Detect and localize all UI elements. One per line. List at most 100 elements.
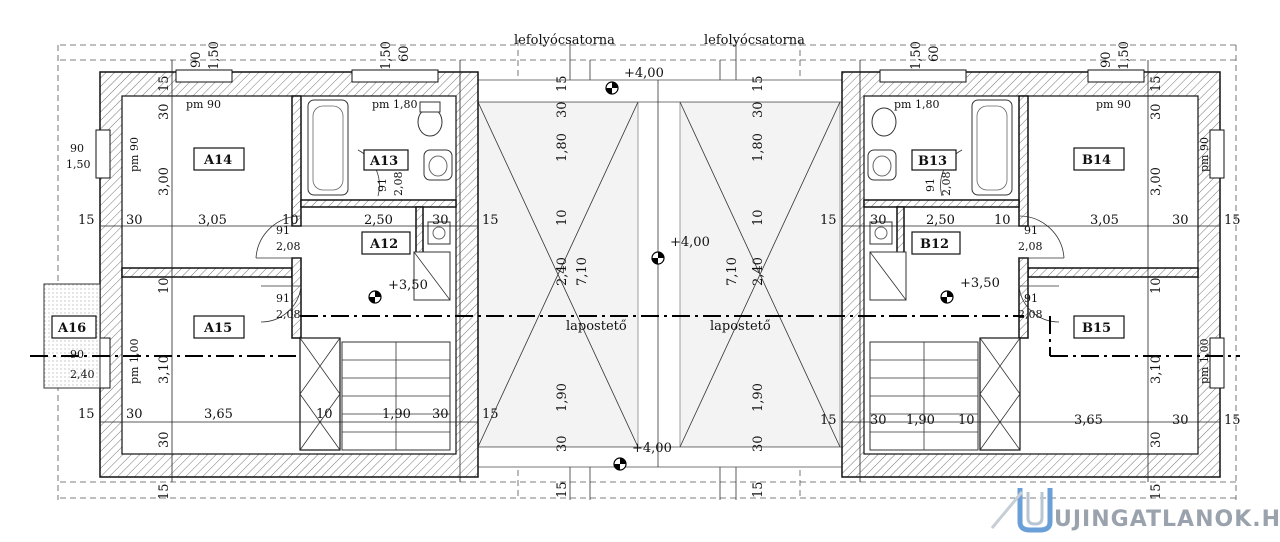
- level-markers: +4,00 +4,00 +4,00 +3,50 +3,50: [368, 66, 1000, 471]
- dim-label: 30: [751, 101, 766, 118]
- dim-label: 15: [751, 481, 766, 498]
- gutter-label-left: lefolyócsatorna: [514, 33, 615, 48]
- roof-label-right: lapostető: [710, 319, 771, 334]
- dim-label: 15: [555, 75, 570, 92]
- dim-label: 10: [282, 213, 299, 228]
- dim-label: 30: [1149, 431, 1164, 448]
- dim-label: 30: [751, 435, 766, 452]
- dim-label: 91: [924, 178, 937, 192]
- dim-label: 2,40: [555, 257, 570, 286]
- dim-label: 15: [78, 213, 95, 228]
- dim-label: 3,65: [204, 407, 233, 422]
- room-a15: A15: [203, 321, 232, 336]
- dim-label: 2,08: [392, 172, 405, 197]
- dim-label: 90: [70, 348, 84, 361]
- dim-label: 2,50: [926, 213, 955, 228]
- room-b12: B12: [920, 237, 949, 252]
- dim-label: 15: [751, 75, 766, 92]
- dim-label: 7,10: [725, 257, 740, 286]
- level-top: +4,00: [624, 66, 664, 81]
- dim-label: 10: [958, 413, 975, 428]
- dim-label: 15: [482, 213, 499, 228]
- dim-label: 15: [157, 483, 172, 500]
- dim-label: 15: [1149, 483, 1164, 500]
- dim-label: 3,05: [198, 213, 227, 228]
- dim-label: 91: [276, 224, 290, 237]
- dim-label: 1,90: [906, 413, 935, 428]
- window-label: pm 90: [186, 98, 221, 111]
- dim-label: 1,50: [909, 41, 924, 70]
- room-labels: A14 A13 A12 A15 A16 B13 B14 B12 B15: [51, 147, 1125, 339]
- dim-label: 15: [1224, 213, 1241, 228]
- dim-label: 1,80: [751, 133, 766, 162]
- window-label: pm 90: [1198, 137, 1211, 172]
- dim-label: 91: [276, 292, 290, 305]
- dim-label: 1,50: [1117, 41, 1132, 70]
- room-a14: A14: [203, 153, 232, 168]
- dim-label: 91: [376, 178, 389, 192]
- dim-label: 3,10: [157, 355, 172, 384]
- dim-label: 1,90: [751, 383, 766, 412]
- dim-label: 1,90: [382, 407, 411, 422]
- window-label: pm 90: [1096, 98, 1131, 111]
- level-a: +3,50: [388, 278, 428, 293]
- level-bottom: +4,00: [632, 441, 672, 456]
- dim-label: 91: [1024, 292, 1038, 305]
- dim-label: 30: [126, 407, 143, 422]
- room-b15: B15: [1082, 321, 1111, 336]
- watermark-logo: UJINGATLANOK.HU: [990, 488, 1280, 533]
- dim-label: 91: [1024, 224, 1038, 237]
- dim-label: 3,65: [1074, 413, 1103, 428]
- dim-label: 15: [482, 407, 499, 422]
- dim-label: 2,08: [1018, 308, 1043, 321]
- level-b: +3,50: [960, 276, 1000, 291]
- roof-label-left: lapostető: [566, 319, 627, 334]
- dim-label: 30: [126, 213, 143, 228]
- dim-label: 3,00: [157, 167, 172, 196]
- room-b14: B14: [1082, 153, 1111, 168]
- dim-label: 2,08: [276, 240, 301, 253]
- dim-label: 2,50: [364, 213, 393, 228]
- dim-label: 15: [1224, 413, 1241, 428]
- dim-label: 30: [870, 213, 887, 228]
- dim-label: 10: [1149, 277, 1164, 294]
- window-label: pm 1,00: [1198, 339, 1211, 384]
- dim-label: 30: [432, 407, 449, 422]
- level-marker-icon: [605, 81, 619, 95]
- dim-label: 10: [316, 407, 333, 422]
- dim-label: 10: [555, 209, 570, 226]
- dim-label: 2,40: [751, 257, 766, 286]
- dim-label: 30: [432, 213, 449, 228]
- dim-label: 1,50: [66, 158, 91, 171]
- window-label: pm 90: [128, 137, 141, 172]
- window-label: pm 1,80: [372, 98, 417, 111]
- dim-label: 30: [1172, 213, 1189, 228]
- dim-label: 60: [927, 45, 942, 62]
- dim-label: 30: [555, 435, 570, 452]
- window-label: pm 1,00: [128, 339, 141, 384]
- dim-label: 10: [157, 277, 172, 294]
- dim-label: 15: [157, 75, 172, 92]
- dim-label: 1,50: [207, 41, 222, 70]
- window-label: pm 1,80: [894, 98, 939, 111]
- dim-label: 2,08: [276, 308, 301, 321]
- dim-label: 3,00: [1149, 167, 1164, 196]
- dim-label: 60: [397, 45, 412, 62]
- room-a12: A12: [369, 237, 398, 252]
- dimension-labels: 15 30 3,05 10 2,50 30 15 15 30 3,65 10 1…: [66, 142, 1241, 428]
- vertical-dimension-labels: 15 30 3,00 10 3,10 30 15 90 1,50 1,50 60…: [157, 41, 1164, 500]
- level-marker-icon: [651, 251, 665, 265]
- dim-label: 1,80: [555, 133, 570, 162]
- dim-label: 90: [70, 142, 84, 155]
- flat-roof: [474, 79, 844, 468]
- level-marker-icon: [940, 290, 954, 304]
- dim-label: 30: [1172, 413, 1189, 428]
- dim-label: 10: [994, 213, 1011, 228]
- dim-label: 1,90: [555, 383, 570, 412]
- dim-label: 7,10: [575, 257, 590, 286]
- section-axes: [30, 315, 1240, 357]
- dim-label: 30: [157, 431, 172, 448]
- dim-label: 90: [1099, 51, 1114, 68]
- dim-label: 30: [555, 101, 570, 118]
